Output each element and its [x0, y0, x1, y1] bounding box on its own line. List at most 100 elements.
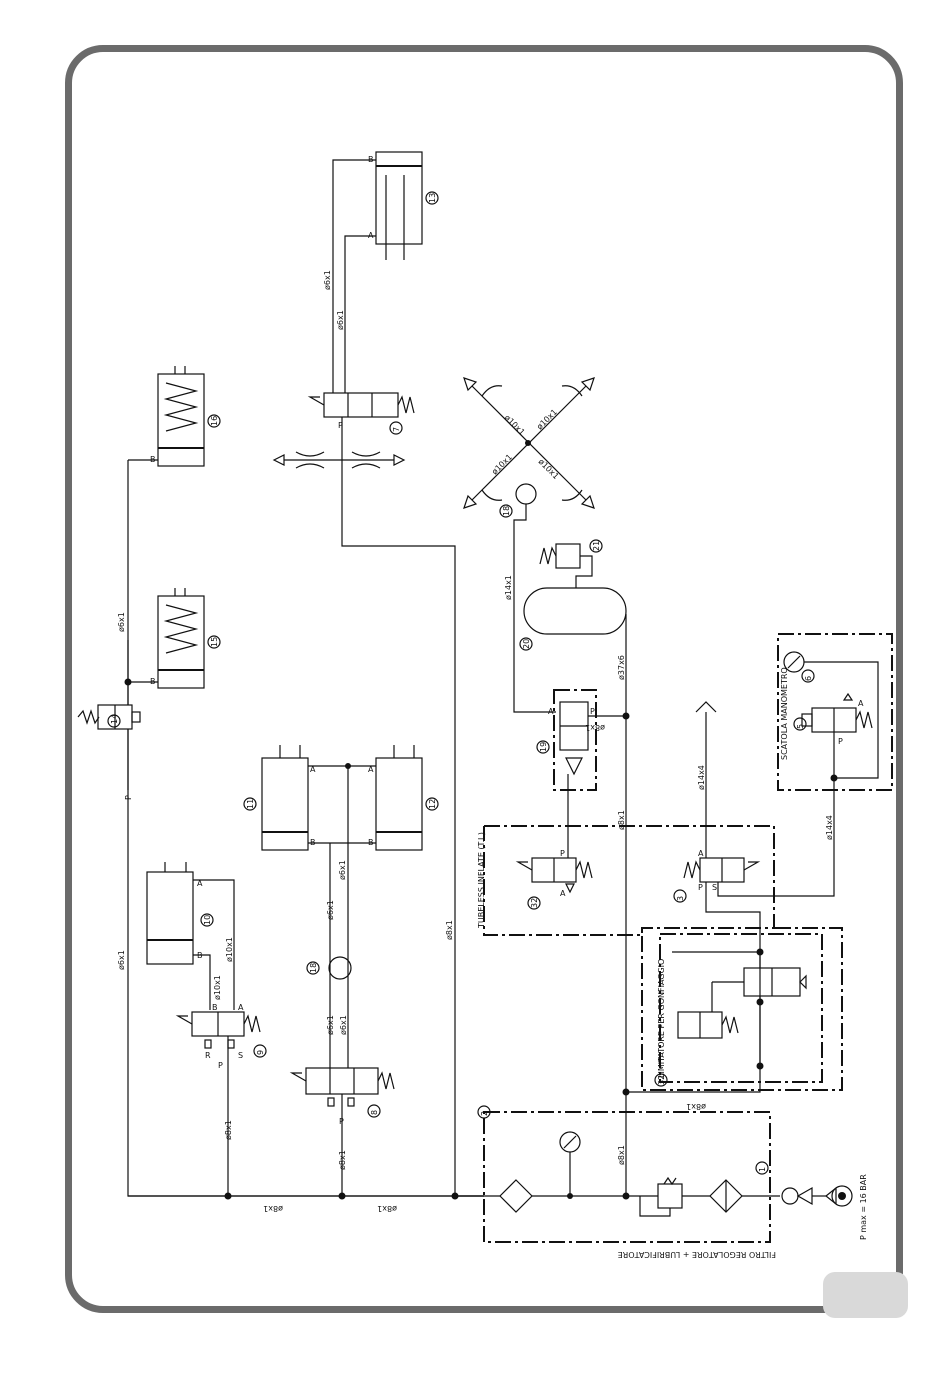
component-number: 3	[676, 896, 685, 901]
component-number: 18	[309, 963, 318, 973]
port-letter: A	[858, 699, 864, 708]
valve-14	[77, 460, 141, 790]
page-frame	[65, 45, 903, 1313]
cylinder-10	[146, 862, 235, 1010]
pipe-label: ø8x1	[263, 1204, 283, 1213]
component-number: 18	[502, 506, 511, 516]
component-number: 20	[522, 639, 531, 649]
gauge-6	[783, 651, 879, 779]
port-letter: P	[590, 707, 595, 716]
component-number: 12	[428, 799, 437, 809]
port-letter: A	[310, 765, 316, 774]
component-number: 16	[210, 416, 219, 426]
port-letter: B	[212, 1003, 218, 1012]
valve-19-enclosure	[553, 689, 597, 791]
limiter-enclosure-inner	[659, 933, 823, 1083]
cylinder-15	[157, 588, 221, 689]
component-number: 1	[758, 1167, 767, 1172]
pipe-label: ø14x1	[504, 575, 513, 600]
pipe-label: ø10x1	[503, 413, 527, 437]
limiter-valves	[626, 948, 807, 1093]
filter-unit	[455, 1131, 780, 1217]
port-letter: B	[150, 455, 156, 464]
port-letter: P	[338, 421, 343, 430]
cylinder-13	[332, 151, 439, 393]
port-letter: A	[548, 707, 554, 716]
port-letter: A	[368, 231, 374, 240]
port-letter: B	[150, 677, 156, 686]
pipe-label: ø6x1	[323, 270, 332, 290]
pipe-label: ø8x1	[686, 1102, 706, 1111]
port-letter: A	[238, 1003, 244, 1012]
component-number: 10	[203, 915, 212, 925]
component-number: 2	[480, 1111, 489, 1116]
filter-enclosure	[483, 1111, 771, 1243]
component-number: 21	[592, 541, 601, 551]
component-number: 32	[657, 1075, 666, 1085]
component-number: 6	[804, 676, 813, 681]
pipe-label: ø8x1	[224, 1120, 233, 1140]
valve-7	[272, 392, 456, 1196]
pipe-label: ø14x4	[697, 765, 706, 790]
pipe-label: ø6x1	[338, 860, 347, 880]
pressure-note: P max = 16 BAR	[859, 1174, 868, 1240]
valve-8	[289, 1067, 395, 1196]
pipe-label: ø10x1	[535, 407, 559, 431]
component-number: 5	[796, 724, 805, 729]
port-letter: P	[838, 737, 843, 746]
valve-5	[793, 692, 873, 782]
group-label-filter: FILTRO REGOLATORE + LUBRIFICATORE	[618, 1250, 776, 1259]
port-letter: P	[124, 795, 133, 800]
port-letter: P	[339, 1117, 344, 1126]
valve-9	[175, 1011, 267, 1196]
cylinder-11	[243, 745, 309, 851]
valve-19	[536, 701, 626, 858]
group-label-tubeless: TUBELESS INFLATE (T.I.)	[477, 832, 486, 929]
pipe-label: ø10x1	[490, 452, 514, 476]
pipe-label: ø8x1	[377, 1204, 397, 1213]
port-letter: S	[238, 1051, 243, 1060]
page-number-tab	[823, 1272, 908, 1318]
valve-32	[515, 857, 593, 910]
port-letter: S	[712, 883, 717, 892]
port-letter: A	[197, 879, 203, 888]
pipe-label: ø8x1	[585, 723, 605, 732]
port-letter: B	[368, 155, 374, 164]
pipe-label: ø6x1	[117, 612, 126, 632]
gauge-box-enclosure	[777, 633, 893, 791]
cylinder-16	[157, 366, 221, 467]
pipe-label: ø6x1	[326, 900, 335, 920]
inflation-cross	[463, 377, 595, 713]
pipe-label: ø6x1	[326, 1015, 335, 1035]
port-letter: P	[218, 1061, 223, 1070]
component-number: 14	[110, 714, 119, 724]
port-letter: A	[698, 849, 704, 858]
port-letter: A	[560, 889, 566, 898]
pipe-label: ø10x1	[225, 937, 234, 962]
component-number: 11	[246, 799, 255, 809]
component-number: 15	[210, 637, 219, 647]
valve-21	[539, 539, 603, 588]
pipe-label: ø6x1	[339, 1015, 348, 1035]
component-number: 7	[392, 427, 401, 432]
pipe-label: ø8x1	[445, 920, 454, 940]
supply-inlet	[781, 1185, 853, 1207]
pipe-label: ø8x1	[617, 810, 626, 830]
pipe-label: ø10x1	[537, 457, 561, 481]
port-letter: P	[560, 849, 565, 858]
pipe-label: ø6x1	[336, 310, 345, 330]
component-number: 9	[256, 1050, 265, 1055]
port-letter: B	[197, 951, 203, 960]
pipe-label: ø8x1	[338, 1150, 347, 1170]
port-letter: R	[205, 1051, 211, 1060]
limiter-enclosure-outer	[641, 927, 843, 1091]
group-label-gauge-box: SCATOLA MANOMETRO	[780, 667, 789, 760]
pipe-label: ø8x1	[617, 1145, 626, 1165]
component-number: 13	[428, 193, 437, 203]
pipe-label: ø10x1	[213, 975, 222, 1000]
tank-20	[519, 587, 630, 720]
pipe-label: ø37x6	[617, 655, 626, 680]
group-label-limiter: LIMITATORE PER GONFIAGGIO	[657, 959, 666, 1078]
pipe-label: ø6x1	[117, 950, 126, 970]
